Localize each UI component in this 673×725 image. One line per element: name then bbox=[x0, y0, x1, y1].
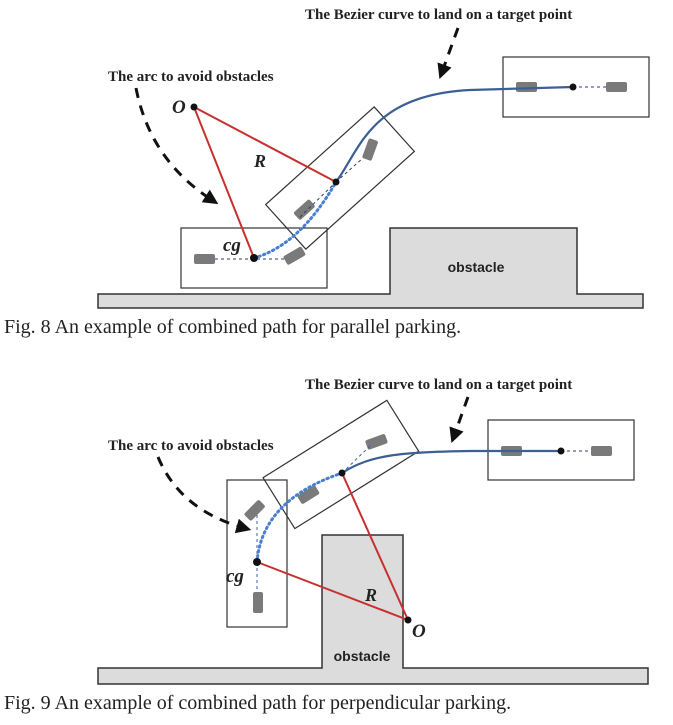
radius-line bbox=[193, 106, 255, 259]
arc-annotation: The arc to avoid obstacles bbox=[108, 438, 274, 454]
front-wheel-icon bbox=[362, 138, 378, 161]
transition-point bbox=[338, 469, 346, 477]
center-label: O bbox=[172, 97, 186, 118]
transition-point bbox=[332, 178, 340, 186]
center-label: O bbox=[412, 621, 426, 642]
cg-label: cg bbox=[226, 566, 244, 587]
obstacle-label: obstacle bbox=[334, 648, 391, 664]
bezier-curve bbox=[341, 449, 561, 474]
target-point bbox=[557, 447, 565, 455]
bezier-arrow-icon bbox=[449, 396, 470, 444]
radius-label: R bbox=[364, 585, 377, 605]
rear-wheel-icon bbox=[516, 82, 537, 92]
rear-wheel-icon bbox=[297, 485, 320, 504]
vehicle-intermediate-box bbox=[262, 399, 420, 530]
axle-line bbox=[299, 181, 337, 218]
rear-wheel-icon bbox=[294, 199, 315, 220]
arc-path bbox=[255, 471, 344, 564]
ground-and-obstacle bbox=[97, 534, 649, 685]
radius-line bbox=[341, 472, 409, 621]
radius-line bbox=[256, 561, 409, 621]
arc-path bbox=[252, 180, 338, 260]
axle-line bbox=[341, 445, 371, 474]
figure-8: obstacle O R cg The arc bbox=[4, 7, 650, 338]
cg-point bbox=[253, 558, 261, 566]
front-wheel-icon bbox=[606, 82, 627, 92]
figure-caption: Fig. 9 An example of combined path for p… bbox=[4, 692, 511, 714]
cg-label: cg bbox=[223, 235, 241, 256]
vehicle-start-box bbox=[180, 227, 328, 289]
center-point bbox=[404, 616, 412, 624]
vehicle-intermediate-box bbox=[264, 106, 416, 250]
target-point bbox=[569, 83, 577, 91]
rear-wheel-icon bbox=[253, 592, 263, 613]
front-wheel-icon bbox=[365, 434, 388, 450]
figure-9: obstacle O R cg The arc to avoid o bbox=[4, 377, 649, 714]
radius-line bbox=[193, 106, 337, 183]
bezier-arrow-icon bbox=[437, 27, 460, 80]
arc-annotation: The arc to avoid obstacles bbox=[108, 69, 274, 85]
vehicle-target-box bbox=[502, 56, 650, 118]
front-wheel-icon bbox=[283, 246, 306, 265]
bezier-annotation: The Bezier curve to land on a target poi… bbox=[305, 7, 572, 23]
arc-arrow-icon bbox=[156, 456, 252, 534]
cg-point bbox=[250, 254, 258, 262]
axle-line bbox=[335, 157, 364, 183]
front-wheel-icon bbox=[591, 446, 612, 456]
obstacle-label: obstacle bbox=[448, 259, 505, 275]
rear-wheel-icon bbox=[194, 254, 215, 264]
front-wheel-icon bbox=[244, 500, 265, 521]
figure-caption: Fig. 8 An example of combined path for p… bbox=[4, 316, 461, 338]
radius-label: R bbox=[253, 151, 266, 171]
bezier-curve bbox=[335, 85, 574, 183]
ground-and-obstacle bbox=[97, 227, 644, 309]
center-point bbox=[190, 103, 198, 111]
bezier-annotation: The Bezier curve to land on a target poi… bbox=[305, 377, 572, 393]
vehicle-start-box bbox=[226, 479, 288, 628]
